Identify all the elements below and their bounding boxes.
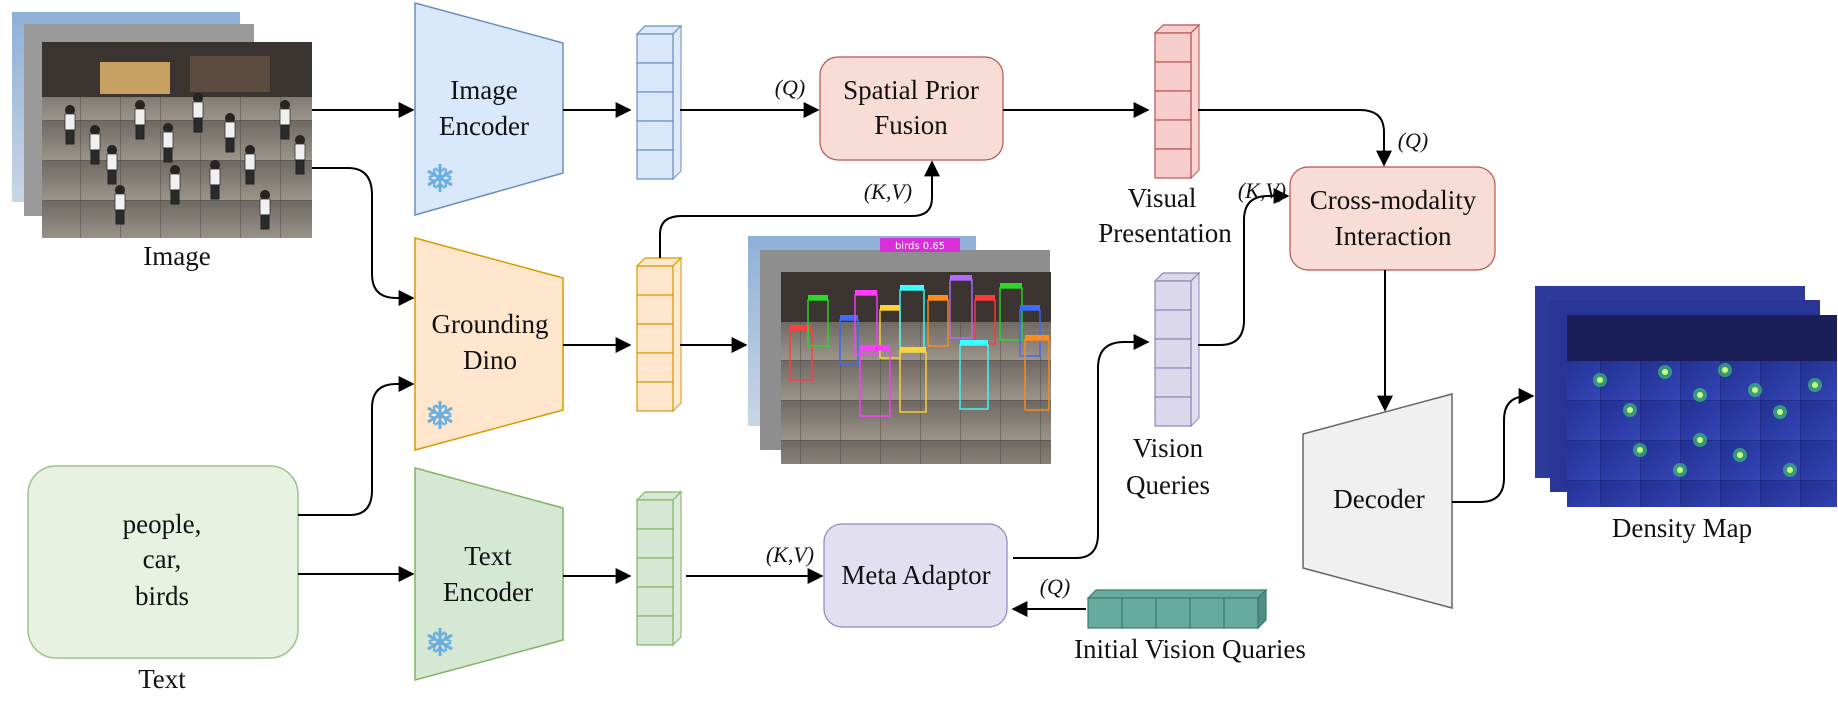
meta-adaptor-block [823, 523, 1008, 628]
text-prompt-box [27, 465, 299, 659]
spatial-prior-fusion-label-1: Spatial Prior [843, 75, 979, 105]
visual-presentation-column [1153, 23, 1201, 180]
spatial-prior-fusion-label-2: Fusion [874, 110, 948, 140]
meta-adaptor-label: Meta Adaptor [841, 560, 990, 590]
kv-label-cross: (K,V) [1238, 178, 1286, 203]
detection-top-label: birds 0.65 [895, 241, 945, 252]
q-label-meta: (Q) [1040, 574, 1071, 599]
text-prompt-line-2: car, [143, 544, 182, 574]
visual-presentation-label-2: Presentation [1098, 218, 1232, 248]
vision-queries-label-2: Queries [1126, 470, 1210, 500]
snowflake-icon [427, 164, 453, 192]
text-prompt-line-3: birds [135, 581, 189, 611]
vision-queries-label-1: Vision [1133, 433, 1204, 463]
cross-modality-label-1: Cross-modality [1310, 185, 1477, 215]
snowflake-icon [427, 401, 453, 429]
density-map-stack [1535, 286, 1837, 507]
grounding-dino-label-1: Grounding [432, 309, 549, 339]
input-image-stack [12, 12, 312, 238]
visual-presentation-label-1: Visual [1128, 183, 1197, 213]
text-feature-column [635, 490, 683, 647]
q-label-cross: (Q) [1398, 128, 1429, 153]
vision-queries-column [1153, 271, 1201, 428]
kv-label-fusion: (K,V) [864, 179, 912, 204]
detection-image-stack: birds 0.65 [748, 236, 1051, 464]
grounding-dino-label-2: Dino [463, 345, 517, 375]
spatial-prior-fusion-block [819, 56, 1004, 161]
density-map-label: Density Map [1612, 513, 1752, 543]
decoder-block [1302, 393, 1453, 609]
arrow-visual-presentation-to-cross [1198, 109, 1392, 167]
initial-vision-queries-label: Initial Vision Quaries [1074, 634, 1306, 664]
snowflake-icon [427, 628, 453, 656]
arrow-text-to-grounding [298, 376, 415, 516]
arrow-grounding-features-to-fusion [659, 160, 940, 258]
arrow-meta-to-vision-queries [1013, 334, 1150, 559]
crowd-photo [42, 42, 312, 238]
connections [298, 102, 1535, 617]
text-label: Text [138, 664, 186, 694]
image-label: Image [143, 241, 210, 271]
initial-vision-queries-block [1086, 588, 1268, 630]
q-label-fusion: (Q) [775, 75, 806, 100]
grounding-feature-column [635, 256, 683, 413]
kv-label-meta: (K,V) [766, 542, 814, 567]
arrow-image-to-grounding [312, 167, 415, 306]
arrow-vision-queries-to-cross [1198, 188, 1290, 346]
detection-top-badge [880, 238, 960, 252]
decoder-label: Decoder [1333, 484, 1424, 514]
image-feature-column [635, 24, 683, 181]
cross-modality-label-2: Interaction [1335, 221, 1452, 251]
text-encoder-block [414, 467, 564, 681]
image-encoder-block [414, 2, 564, 216]
text-encoder-label-1: Text [464, 541, 512, 571]
grounding-dino-block [414, 237, 564, 451]
image-encoder-label-2: Encoder [439, 111, 529, 141]
text-encoder-label-2: Encoder [443, 577, 533, 607]
cross-modality-block [1289, 166, 1496, 271]
text-prompt-line-1: people, [123, 509, 202, 539]
arrow-decoder-to-density [1452, 388, 1535, 503]
image-encoder-label-1: Image [450, 75, 517, 105]
